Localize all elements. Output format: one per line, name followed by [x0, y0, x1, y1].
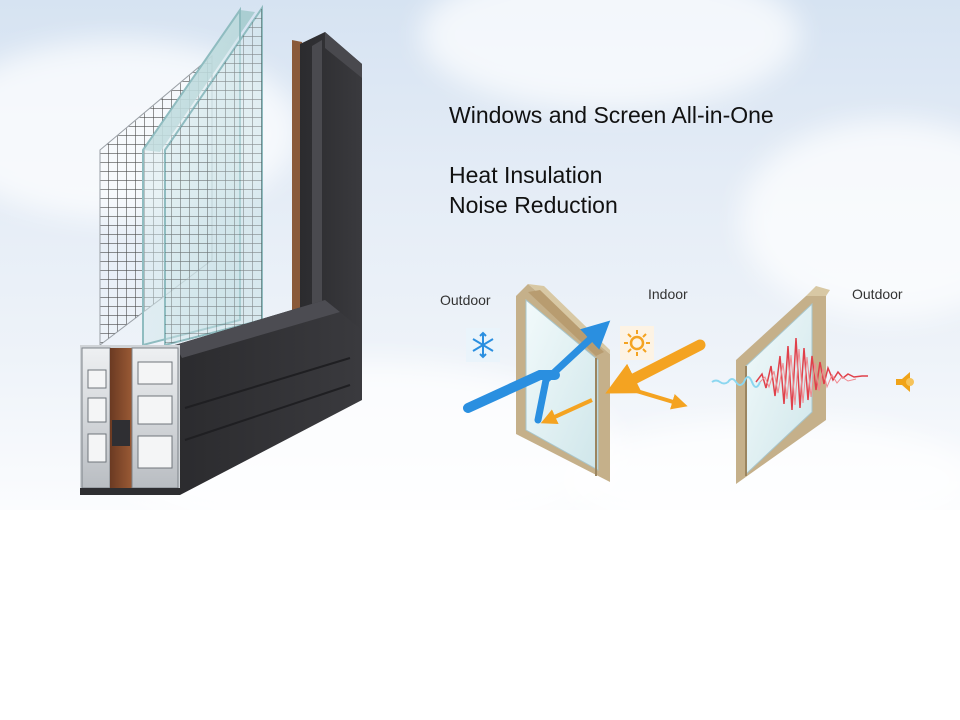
- sound-wave: [711, 337, 868, 411]
- headline: Windows and Screen All-in-One: [449, 102, 774, 128]
- sun-icon: [620, 326, 654, 360]
- feature-noise-reduction: Noise Reduction: [449, 192, 618, 218]
- feature-heat-insulation: Heat Insulation: [449, 162, 603, 188]
- heat-arrow: [540, 339, 706, 424]
- label-indoor: Indoor: [648, 286, 688, 302]
- label-outdoor-right: Outdoor: [852, 286, 903, 302]
- speaker-icon: [896, 372, 914, 392]
- snowflake-icon: [466, 328, 500, 362]
- label-outdoor-left: Outdoor: [440, 292, 491, 308]
- cold-arrow: [463, 320, 611, 424]
